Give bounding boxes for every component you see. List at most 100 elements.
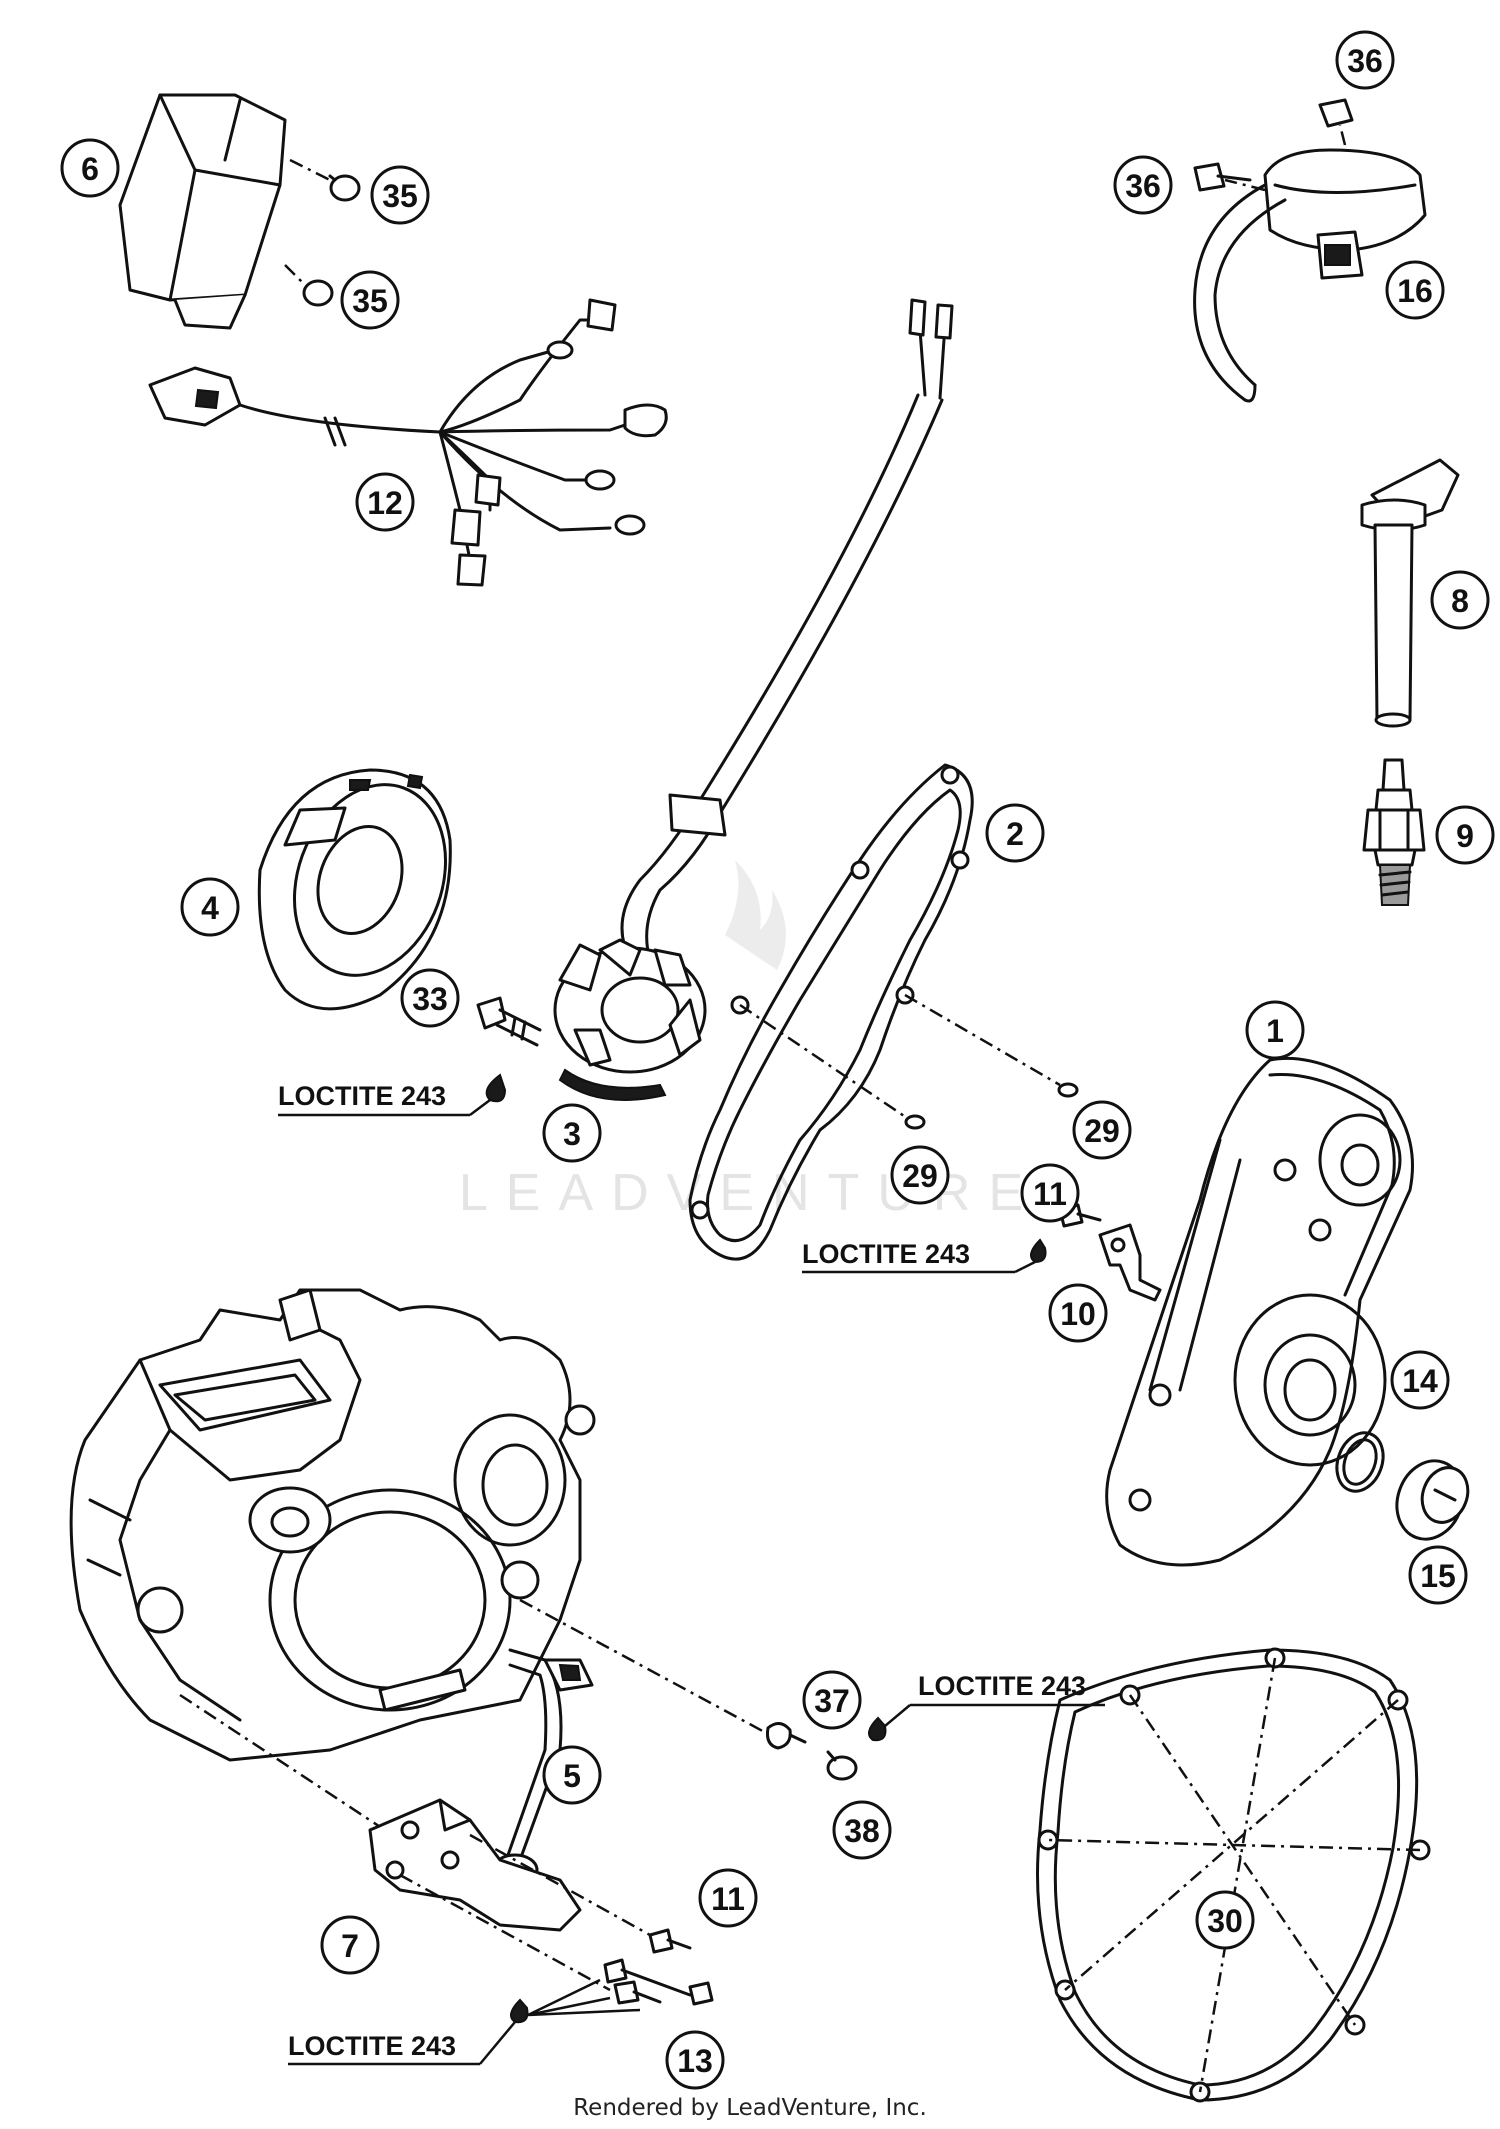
callout-7[interactable]: 7 bbox=[320, 1915, 380, 1975]
footer-credit: Rendered by LeadVenture, Inc. bbox=[573, 2095, 927, 2121]
part-16-ignition-coil[interactable] bbox=[1193, 148, 1427, 403]
part-6-cdi-unit[interactable] bbox=[118, 93, 287, 330]
note-loctite-13: LOCTITE 243 bbox=[288, 2021, 516, 2066]
part-33-bolt[interactable] bbox=[476, 996, 542, 1047]
callout-2[interactable]: 2 bbox=[985, 803, 1045, 863]
svg-text:37: 37 bbox=[814, 1683, 850, 1719]
watermark: LEADVENTURE bbox=[459, 860, 1041, 1222]
callout-15[interactable]: 15 bbox=[1408, 1545, 1468, 1605]
callout-10[interactable]: 10 bbox=[1048, 1283, 1108, 1343]
part-11-screw-lower[interactable] bbox=[648, 1928, 692, 1954]
part-14-o-ring[interactable] bbox=[1329, 1426, 1391, 1497]
part-8-spark-plug-cap[interactable] bbox=[1360, 458, 1460, 728]
leader-13 bbox=[399, 1873, 611, 1992]
svg-text:36: 36 bbox=[1347, 43, 1383, 79]
callout-35-lower[interactable]: 35 bbox=[340, 270, 400, 330]
note-loctite-11: LOCTITE 243 bbox=[802, 1239, 1015, 1274]
svg-text:13: 13 bbox=[677, 2043, 713, 2079]
callout-35-upper[interactable]: 35 bbox=[370, 165, 430, 225]
callout-3[interactable]: 3 bbox=[542, 1103, 602, 1163]
svg-text:6: 6 bbox=[81, 151, 99, 187]
screw-36-top[interactable] bbox=[1318, 98, 1354, 146]
svg-text:35: 35 bbox=[382, 178, 418, 214]
svg-text:11: 11 bbox=[711, 1881, 745, 1917]
screw-lower-a[interactable] bbox=[603, 1958, 714, 2006]
callout-29-upper[interactable]: 29 bbox=[1072, 1100, 1132, 1160]
part-13-screw[interactable] bbox=[613, 1980, 662, 2005]
svg-text:11: 11 bbox=[1033, 1176, 1067, 1212]
callout-16[interactable]: 16 bbox=[1385, 260, 1445, 320]
svg-text:3: 3 bbox=[563, 1116, 581, 1152]
callout-4[interactable]: 4 bbox=[180, 877, 240, 937]
crankcase bbox=[69, 1288, 596, 1762]
part-33-loctite-drop bbox=[469, 1073, 507, 1116]
screw-35-upper[interactable] bbox=[289, 158, 361, 202]
svg-text:LOCTITE 243: LOCTITE 243 bbox=[918, 1671, 1086, 1701]
callout-14[interactable]: 14 bbox=[1390, 1350, 1450, 1410]
part-38-screw[interactable] bbox=[826, 1750, 858, 1781]
callout-13[interactable]: 13 bbox=[665, 2030, 725, 2090]
part-37-clip[interactable] bbox=[766, 1722, 807, 1750]
part-3-stator-cable[interactable] bbox=[620, 298, 954, 962]
svg-text:LOCTITE 243: LOCTITE 243 bbox=[278, 1081, 446, 1111]
svg-text:12: 12 bbox=[367, 485, 403, 521]
svg-text:4: 4 bbox=[201, 890, 219, 926]
callout-29-lower[interactable]: 29 bbox=[890, 1145, 950, 1205]
svg-text:5: 5 bbox=[563, 1758, 581, 1794]
part-2-gasket[interactable] bbox=[688, 763, 974, 1261]
watermark-text: LEADVENTURE bbox=[459, 1164, 1041, 1222]
part-10-bracket[interactable] bbox=[1098, 1223, 1162, 1302]
part-1-ignition-cover[interactable] bbox=[1105, 1056, 1414, 1567]
callout-30[interactable]: 30 bbox=[1195, 1890, 1255, 1950]
leader-11b bbox=[469, 1833, 651, 1937]
callout-5[interactable]: 5 bbox=[542, 1745, 602, 1805]
callout-11-lower[interactable]: 11 bbox=[698, 1868, 758, 1928]
svg-text:1: 1 bbox=[1266, 1013, 1284, 1049]
svg-text:33: 33 bbox=[412, 981, 448, 1017]
svg-text:LOCTITE 243: LOCTITE 243 bbox=[288, 2031, 456, 2061]
callout-6[interactable]: 6 bbox=[60, 138, 120, 198]
watermark-flame-icon bbox=[725, 860, 786, 970]
callout-1[interactable]: 1 bbox=[1245, 1000, 1305, 1060]
svg-text:38: 38 bbox=[844, 1813, 880, 1849]
callouts: 1 2 3 4 5 6 7 8 9 10 11 11 12 13 14 15 1… bbox=[60, 30, 1495, 2090]
leader-37 bbox=[519, 1598, 771, 1737]
callout-8[interactable]: 8 bbox=[1430, 570, 1490, 630]
callout-36-left[interactable]: 36 bbox=[1113, 155, 1173, 215]
callout-33[interactable]: 33 bbox=[400, 968, 460, 1028]
part-30-gasket[interactable] bbox=[1036, 1647, 1431, 2103]
callout-36-top[interactable]: 36 bbox=[1335, 30, 1395, 90]
callout-12[interactable]: 12 bbox=[355, 472, 415, 532]
svg-text:29: 29 bbox=[902, 1158, 938, 1194]
dowel-pin-29-right[interactable] bbox=[904, 993, 1079, 1098]
callout-37[interactable]: 37 bbox=[802, 1670, 862, 1730]
part-4-flywheel[interactable] bbox=[257, 763, 471, 1011]
part-11-loctite-drop bbox=[1014, 1238, 1047, 1274]
callout-9[interactable]: 9 bbox=[1435, 805, 1495, 865]
part-12-wiring-harness[interactable] bbox=[148, 298, 668, 587]
svg-text:10: 10 bbox=[1060, 1296, 1096, 1332]
svg-text:36: 36 bbox=[1125, 168, 1161, 204]
part-38-loctite-drop bbox=[868, 1704, 911, 1742]
dowel-pin-29-left[interactable] bbox=[739, 1003, 926, 1130]
part-3-stator[interactable] bbox=[553, 938, 707, 1101]
callout-11-upper[interactable]: 11 bbox=[1020, 1163, 1080, 1223]
note-loctite-38: LOCTITE 243 bbox=[910, 1671, 1105, 1707]
callout-38[interactable]: 38 bbox=[832, 1800, 892, 1860]
svg-text:8: 8 bbox=[1451, 583, 1469, 619]
screw-35-lower[interactable] bbox=[284, 264, 334, 307]
svg-text:16: 16 bbox=[1397, 273, 1433, 309]
svg-text:29: 29 bbox=[1084, 1113, 1120, 1149]
part-9-spark-plug[interactable] bbox=[1362, 758, 1426, 906]
svg-text:30: 30 bbox=[1207, 1903, 1243, 1939]
screw-36-left[interactable] bbox=[1193, 162, 1266, 192]
svg-text:15: 15 bbox=[1420, 1558, 1456, 1594]
part-13-loctite-drop bbox=[510, 1978, 641, 2024]
part-7-bracket[interactable] bbox=[368, 1798, 582, 1932]
part-15-plug[interactable] bbox=[1386, 1451, 1475, 1548]
svg-text:9: 9 bbox=[1456, 818, 1474, 854]
svg-text:2: 2 bbox=[1006, 816, 1024, 852]
svg-text:LOCTITE 243: LOCTITE 243 bbox=[802, 1239, 970, 1269]
